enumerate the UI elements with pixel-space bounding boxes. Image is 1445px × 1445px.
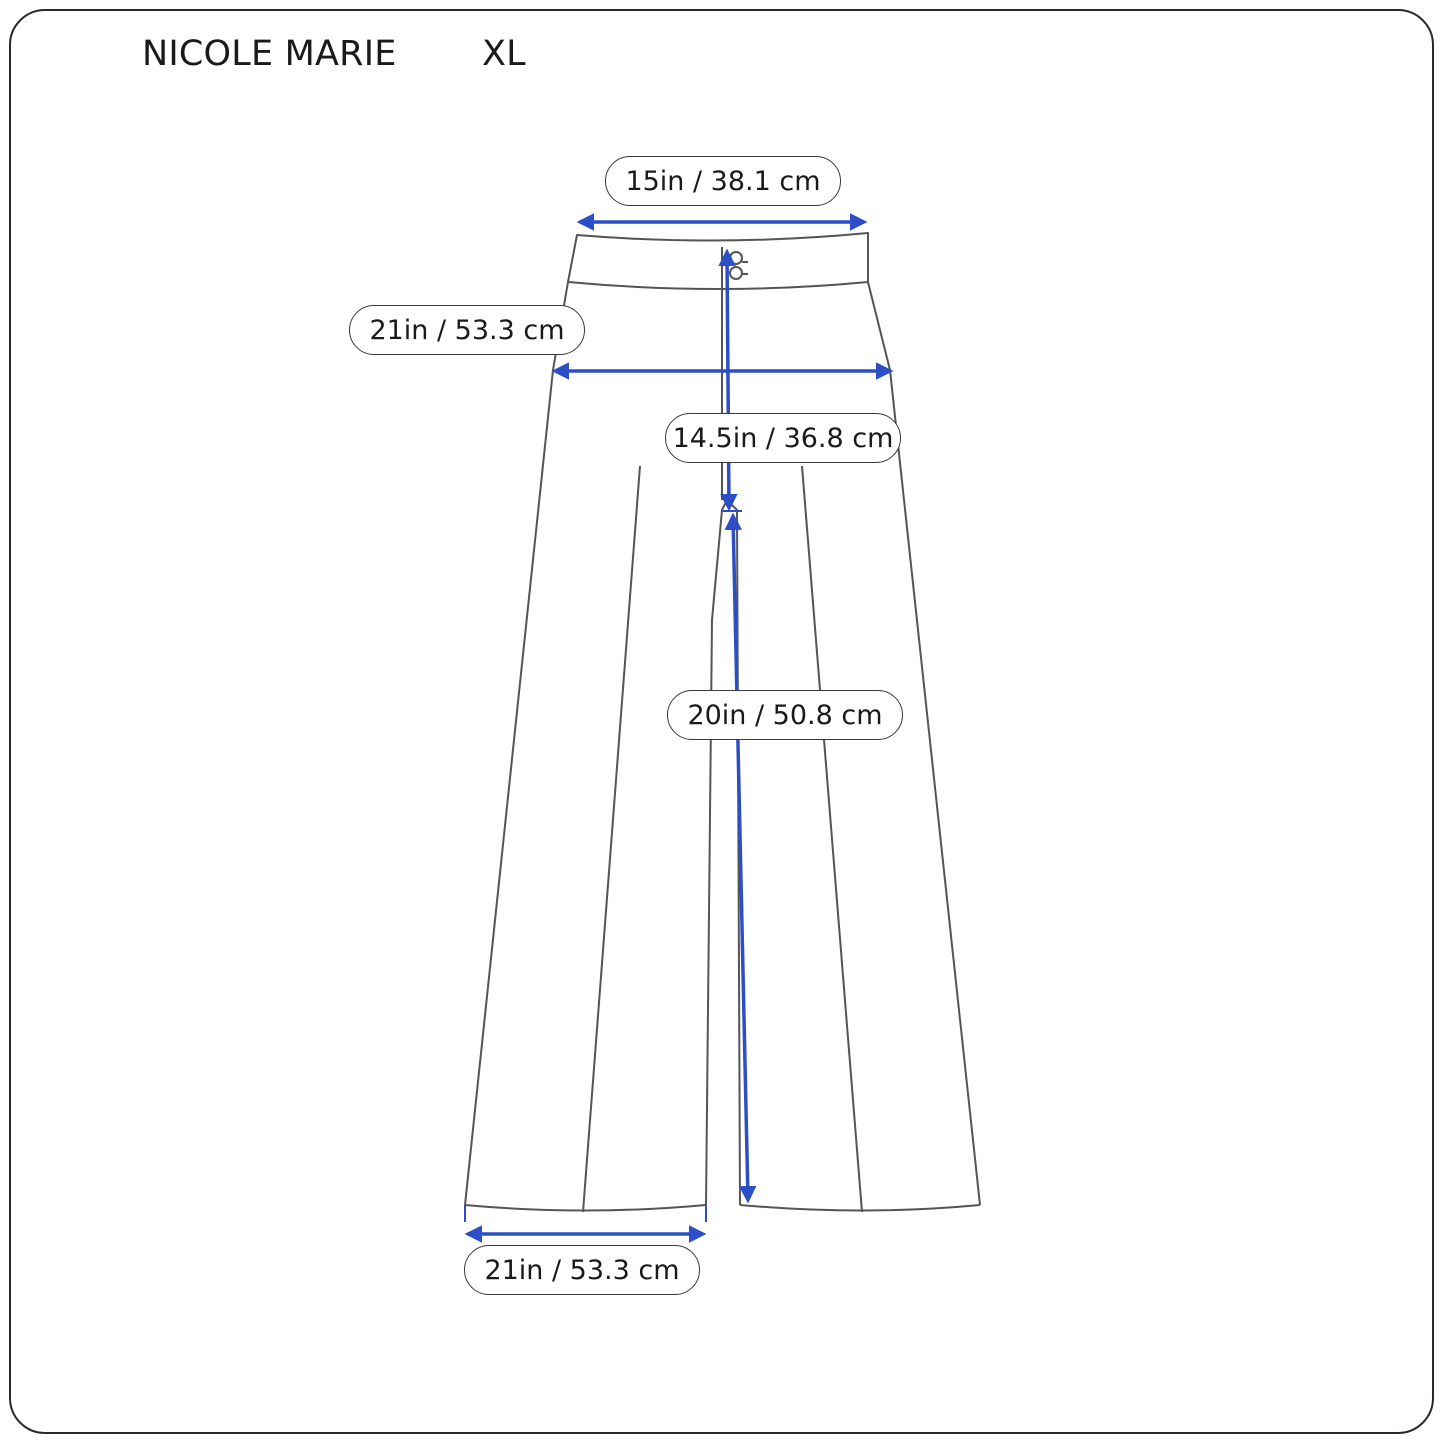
inseam-arrow xyxy=(724,512,757,1204)
measurement-ticks xyxy=(464,510,742,1222)
leg-opening-measurement-label: 21in / 53.3 cm xyxy=(464,1245,700,1295)
hip-measurement-label: 21in / 53.3 cm xyxy=(349,305,585,355)
waist-measurement-label: 15in / 38.1 cm xyxy=(605,156,841,206)
inseam-measurement-label: 20in / 50.8 cm xyxy=(667,690,903,740)
button-icon xyxy=(729,266,743,280)
measurement-arrows xyxy=(464,213,894,1243)
rise-measurement-label: 14.5in / 36.8 cm xyxy=(665,413,901,463)
brand-name: NICOLE MARIE xyxy=(142,34,397,74)
size-label: XL xyxy=(482,34,526,74)
waistband-buttons xyxy=(729,251,748,280)
button-icon xyxy=(729,251,743,265)
rise-arrow xyxy=(718,248,738,512)
